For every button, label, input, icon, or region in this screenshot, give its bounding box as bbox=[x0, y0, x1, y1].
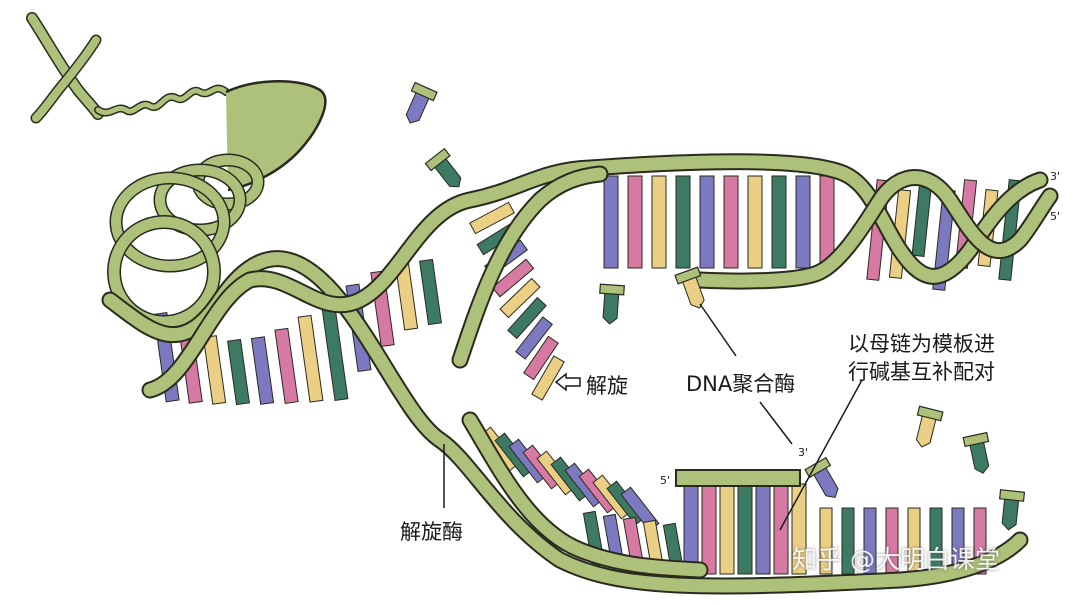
base-pair-top bbox=[771, 175, 787, 269]
label-3prime-new: 3' bbox=[798, 446, 809, 459]
label-3prime-top: 3' bbox=[1050, 170, 1061, 183]
base-upper bbox=[469, 201, 515, 235]
base-pair-top bbox=[795, 175, 811, 269]
label-helicase: 解旋酶 bbox=[400, 520, 463, 544]
free-nucleotide-purple-2 bbox=[804, 456, 839, 499]
free-nucleotide-teal-2 bbox=[599, 283, 625, 325]
label-template-line2: 行碱基互补配对 bbox=[848, 360, 995, 384]
base-upper bbox=[491, 258, 535, 298]
unwind-arrow-icon bbox=[554, 372, 581, 392]
base-pair-new bbox=[755, 483, 771, 575]
solenoid-coil bbox=[107, 153, 265, 329]
base-pair-top bbox=[723, 175, 739, 269]
label-5prime-top: 5' bbox=[1050, 210, 1061, 223]
base-pair-new bbox=[719, 483, 735, 575]
base-pair-top bbox=[699, 175, 715, 269]
base-pair-new bbox=[737, 483, 753, 575]
base-pair-helix1 bbox=[274, 327, 299, 405]
pointer-lines bbox=[443, 303, 863, 531]
free-nucleotide-yellow-2 bbox=[915, 405, 944, 448]
strand-top-inner-fill bbox=[693, 171, 1057, 288]
base-lower bbox=[819, 507, 833, 575]
label-template-line1: 以母链为模板进 bbox=[848, 332, 995, 356]
base-pair-top bbox=[675, 175, 691, 269]
base-pair-helix1 bbox=[297, 314, 324, 403]
strand-lagging-fill bbox=[463, 413, 707, 577]
front-strands bbox=[101, 81, 1059, 595]
strand-upper-template-fill bbox=[453, 167, 607, 367]
base-upper bbox=[523, 335, 559, 381]
base-upper bbox=[507, 296, 547, 340]
backbone-strands bbox=[26, 12, 327, 329]
base-upper bbox=[499, 277, 541, 319]
watermark: 知乎 @大明白课堂 bbox=[792, 545, 1000, 574]
base-pair-new bbox=[683, 483, 699, 575]
label-5prime-new: 5' bbox=[660, 474, 671, 487]
free-nucleotide-yellow bbox=[674, 266, 705, 309]
base-pair-top bbox=[603, 175, 619, 269]
label-dna-polymerase: DNA聚合酶 bbox=[686, 372, 796, 396]
base-pair-helix1 bbox=[227, 338, 250, 406]
base-pair-top bbox=[747, 175, 763, 269]
free-nucleotide-teal-4 bbox=[998, 489, 1026, 531]
chromosome-icon bbox=[26, 12, 104, 124]
base-pair-helix1 bbox=[202, 335, 227, 405]
dna-polymerase-enzyme bbox=[675, 469, 801, 487]
base-pair-new bbox=[701, 483, 717, 575]
chromatin-tube bbox=[225, 80, 327, 192]
free-nucleotide-teal bbox=[424, 147, 462, 188]
base-pair-helix1 bbox=[250, 336, 275, 405]
base-pair-helix1 bbox=[419, 258, 442, 326]
base-upper bbox=[531, 355, 565, 401]
base-pair-top bbox=[651, 175, 667, 269]
free-nucleotide-teal-3 bbox=[962, 431, 990, 474]
base-pair-top bbox=[627, 175, 643, 269]
base-pair-right bbox=[911, 179, 933, 257]
label-unwinding: 解旋 bbox=[586, 374, 628, 398]
free-nucleotide-purple bbox=[405, 81, 438, 124]
base-upper bbox=[515, 316, 553, 360]
